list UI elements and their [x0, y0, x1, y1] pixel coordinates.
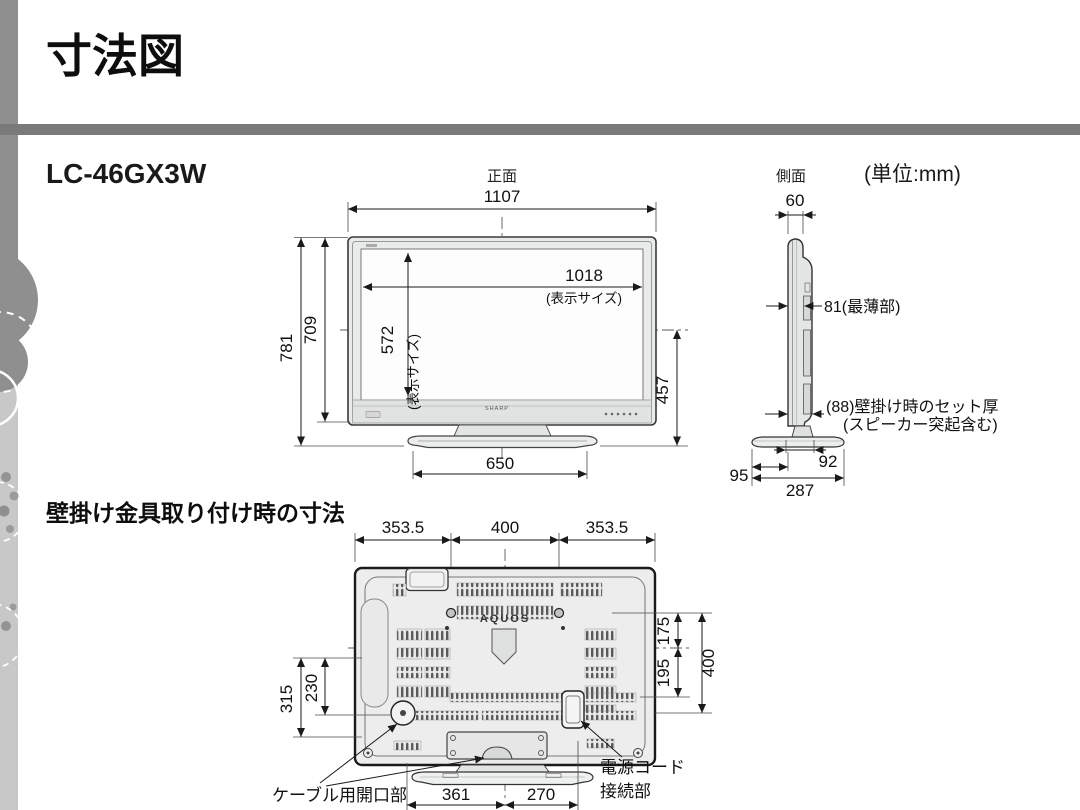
- cable-opening-label: ケーブル用開口部: [272, 785, 407, 805]
- dim-315: 315: [277, 685, 296, 713]
- power-cord-callout: 電源コード 接続部: [580, 720, 685, 801]
- rear-left-bulge: [360, 598, 389, 708]
- dim-353-5-left: 353.5: [382, 518, 425, 537]
- rear-tv-drawing: AQUOS: [353, 566, 657, 786]
- side-stand-base: [751, 436, 845, 448]
- bottom-recess: [446, 731, 548, 760]
- rear-handle: [405, 567, 449, 592]
- front-dim-stand-width: 650: [412, 451, 588, 479]
- rear-dim-bottom: 361 270: [406, 741, 579, 810]
- side-dim-base: 92 95 287: [730, 440, 845, 500]
- wallmount-title: 壁掛け金具取り付け時の寸法: [46, 500, 345, 526]
- cable-opening: [390, 700, 416, 726]
- rear-stand-neck: [455, 764, 550, 773]
- rear-vents: [392, 582, 637, 751]
- side-tv-drawing: [751, 238, 845, 448]
- front-dim-center-height: 457: [600, 330, 688, 447]
- dim-88-note-2: (スピーカー突起含む): [843, 416, 998, 434]
- dim-88-note-1: (88)壁掛け時のセット厚: [826, 397, 998, 416]
- dim-572-note: (表示サイズ): [406, 334, 421, 410]
- power-cord-label-2: 接続部: [600, 782, 651, 801]
- front-brand-logo: SHARP: [485, 406, 509, 412]
- dim-195: 195: [654, 659, 673, 687]
- cable-opening-callout: ケーブル用開口部: [272, 723, 485, 805]
- dim-175: 175: [654, 617, 673, 645]
- front-view-label: 正面: [487, 168, 517, 185]
- side-dim-thinnest: 81(最薄部): [766, 298, 900, 316]
- page-header: 寸法図 LC-46GX3W (単位:mm): [46, 30, 961, 189]
- mounting-holes: [445, 607, 565, 630]
- dim-650: 650: [486, 454, 514, 473]
- dim-270: 270: [527, 785, 555, 804]
- dim-1018-note: (表示サイズ): [546, 291, 622, 306]
- dim-572: 572: [378, 326, 397, 354]
- model-number: LC-46GX3W: [46, 158, 207, 189]
- dim-1018: 1018: [565, 266, 603, 285]
- dim-457: 457: [653, 376, 672, 404]
- dim-400-right: 400: [699, 649, 718, 677]
- front-stand-neck: [453, 424, 552, 437]
- dim-230: 230: [302, 674, 321, 702]
- front-dim-heights: 709 781: [277, 237, 404, 447]
- side-view-label: 側面: [776, 168, 806, 185]
- side-dim-wallmount-thickness: (88)壁掛け時のセット厚 (スピーカー突起含む): [765, 397, 998, 434]
- rear-dim-top: 353.5 400 353.5: [354, 518, 656, 609]
- rear-screws: [363, 748, 643, 758]
- dim-781: 781: [277, 334, 296, 362]
- power-cord-label-1: 電源コード: [600, 758, 685, 777]
- side-view: 側面 60 81(最薄部): [730, 168, 999, 500]
- dim-92: 92: [819, 452, 838, 471]
- dim-81-thinnest: 81(最薄部): [824, 298, 900, 316]
- front-indicator-leds: [604, 412, 638, 416]
- front-stand-base: [407, 435, 598, 449]
- front-dim-display-height: 572 (表示サイズ): [378, 253, 421, 410]
- side-dim-depth: 60: [775, 191, 816, 234]
- rear-dim-left: 230 315: [277, 657, 390, 738]
- rear-stand-base: [411, 771, 594, 786]
- dim-1107: 1107: [484, 187, 521, 206]
- ir-sensor-window: [365, 411, 381, 418]
- dim-400-top: 400: [491, 518, 519, 537]
- dim-60: 60: [786, 191, 805, 210]
- dim-709: 709: [301, 316, 320, 344]
- unit-label: (単位:mm): [864, 163, 961, 186]
- front-view: 正面 SHARP 1107: [277, 168, 688, 479]
- dim-361: 361: [442, 785, 470, 804]
- dim-95: 95: [730, 466, 749, 485]
- side-stand-neck: [791, 425, 814, 438]
- page-title: 寸法図: [46, 30, 184, 82]
- wallmount-section: 壁掛け金具取り付け時の寸法 353.5 400 353.5: [46, 500, 718, 810]
- front-dim-total-width: 1107: [347, 187, 657, 232]
- rear-dim-right: 175 195 400: [612, 612, 718, 714]
- power-cord-connector: [561, 690, 585, 729]
- rear-center-funnel: [491, 628, 517, 665]
- dim-353-5-right: 353.5: [586, 518, 629, 537]
- aquos-logo: AQUOS: [480, 613, 530, 625]
- front-dim-display-width: 1018 (表示サイズ): [363, 266, 642, 306]
- dim-287: 287: [786, 481, 814, 500]
